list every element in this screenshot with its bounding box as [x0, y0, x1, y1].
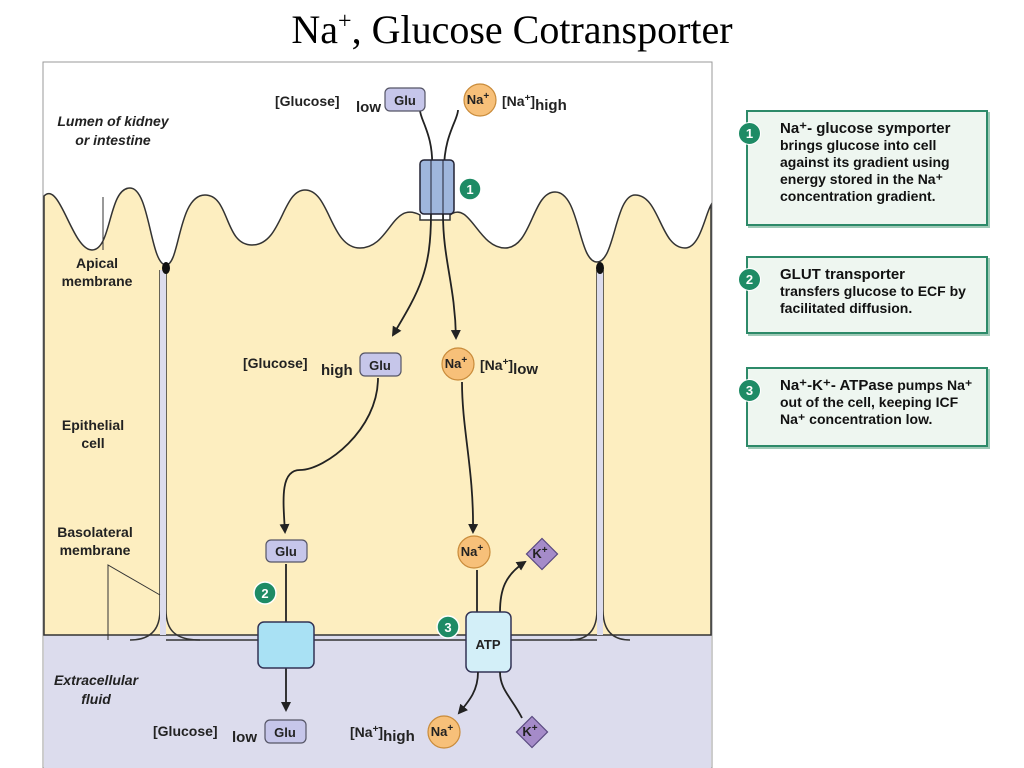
step-2-badge-number: 2: [261, 586, 268, 601]
title-sup: +: [338, 8, 352, 35]
glucose-high-mid-sub: high: [321, 362, 353, 379]
glucose-low-bottom-sub: low: [232, 729, 257, 746]
glu-top-box: [384, 87, 426, 112]
glu-bottom-text: Glu: [274, 725, 296, 740]
slide-title: Na+, Glucose Cotransporter: [0, 6, 1024, 53]
title-main: Na: [291, 7, 339, 52]
glucose-low-top-label: [Glucose]: [275, 93, 340, 109]
k-inside-diamond: [525, 537, 559, 571]
apical-label-line2: membrane: [62, 273, 133, 289]
step-2-badge: [253, 581, 277, 605]
glu-mid-box: [359, 352, 402, 377]
step-3-note-text: Na⁺-K⁺- ATPase pumps Na⁺ out of the cell…: [780, 377, 978, 428]
left-intercellular-gap: [160, 270, 166, 635]
right-intercellular-gap: [597, 270, 603, 635]
lumen-label-line1: Lumen of kidney: [57, 113, 169, 129]
glu-mid-text: Glu: [369, 358, 391, 373]
na-bottom-text: Na+: [431, 723, 454, 739]
glucose-to-glut-arrow: [279, 377, 379, 534]
step-3-note-head: Na⁺-K⁺- ATPase: [780, 377, 894, 394]
step-2-note-head: GLUT transporter: [780, 266, 906, 283]
na-top-text: Na+: [467, 91, 490, 107]
step-3-note-body: pumps Na⁺ out of the cell, keeping ICF N…: [780, 377, 973, 427]
basolateral-label-line1: Basolateral: [57, 524, 132, 540]
na-lower-circle: [457, 535, 491, 569]
k-outside-text: K+: [522, 723, 537, 739]
na-inside-arrow: [442, 213, 461, 340]
lumen-label-line2: or intestine: [75, 132, 151, 148]
left-tight-junction: [162, 262, 170, 274]
na-mid-text: Na+: [445, 355, 468, 371]
glu-bottom-box: [264, 719, 307, 744]
step-3-badge-number: 3: [444, 620, 451, 635]
glucose-high-mid-label: [Glucose]: [243, 355, 308, 371]
glu-lower-text: Glu: [275, 544, 297, 559]
basolateral-label-line2: membrane: [60, 542, 131, 558]
k-outside-diamond: [515, 715, 549, 749]
step-1-badge: [458, 177, 482, 201]
step-1-badge-number: 1: [466, 182, 473, 197]
step-1-note-badge: 1: [738, 122, 761, 145]
step-1-note: 1 Na⁺- glucose symporter brings glucose …: [738, 110, 988, 226]
na-to-pump-arrow: [461, 381, 479, 534]
k-inside-text: K+: [532, 545, 547, 561]
glucose-low-top-sub: low: [356, 99, 381, 116]
epithelial-label-line1: Epithelial: [62, 417, 124, 433]
na-high-bottom-label: [Na+]high: [350, 724, 415, 745]
extracellular-region: [44, 635, 711, 768]
apical-label-line1: Apical: [76, 255, 118, 271]
step-1-note-body: brings glucose into cell against its gra…: [780, 137, 950, 204]
step-3-note-badge: 3: [738, 379, 761, 402]
na-lower-text: Na+: [461, 543, 484, 559]
symporter-protein: [419, 159, 455, 215]
na-out-arrow: [457, 671, 479, 715]
basolateral-leader: [107, 564, 161, 640]
step-3-note: 3 Na⁺-K⁺- ATPase pumps Na⁺ out of the ce…: [738, 367, 988, 447]
atp-text: ATP: [475, 637, 500, 652]
step-3-badge: [436, 615, 460, 639]
na-k-atpase: [465, 611, 512, 673]
ecf-label-line2: fluid: [81, 691, 111, 707]
step-2-note: 2 GLUT transporter transfers glucose to …: [738, 256, 988, 334]
glut-transporter: [257, 621, 315, 669]
epithelial-label-line2: cell: [81, 435, 104, 451]
title-rest: , Glucose Cotransporter: [351, 7, 733, 52]
k-entry-path: [499, 671, 523, 719]
na-bottom-circle: [427, 715, 461, 749]
na-top-circle: [463, 83, 497, 117]
ecf-label-line1: Extracellular: [54, 672, 140, 688]
left-cell-boundary-outer: [129, 270, 161, 641]
na-high-top-label: [Na+]high: [502, 93, 567, 114]
right-tight-junction: [596, 262, 604, 274]
step-1-note-head: Na⁺- glucose symporter: [780, 120, 951, 137]
na-low-mid-label: [Na+]low: [480, 357, 538, 378]
step-2-note-body: transfers glucose to ECF by facilitated …: [780, 283, 966, 316]
epithelial-cell-region: [43, 187, 712, 636]
na-mid-circle: [441, 347, 475, 381]
glu-top-text: Glu: [394, 93, 416, 108]
k-into-cell-arrow: [499, 560, 527, 613]
glucose-low-bottom-label: [Glucose]: [153, 723, 218, 739]
glucose-inside-arrow: [391, 213, 432, 337]
step-2-note-badge: 2: [738, 268, 761, 291]
glu-lower-box: [265, 539, 308, 563]
